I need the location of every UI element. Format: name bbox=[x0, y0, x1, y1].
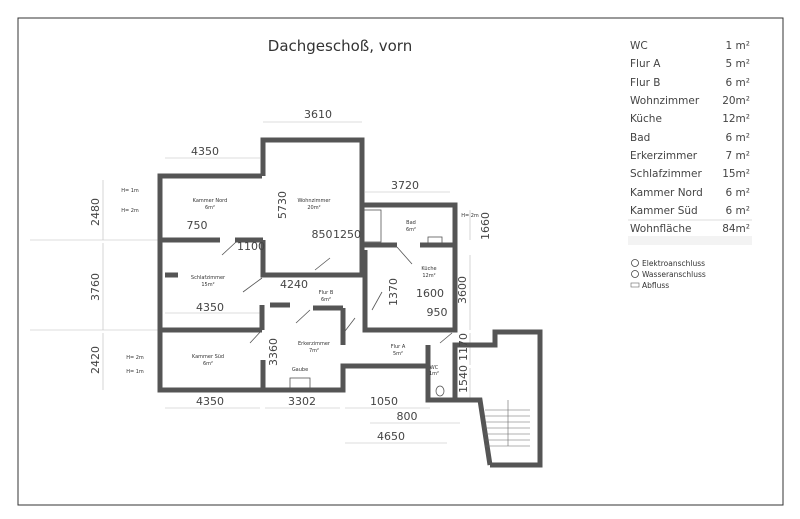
height-label: H= 2m bbox=[121, 208, 139, 214]
dimension-lines bbox=[30, 121, 471, 444]
room-name: Kammer Nord bbox=[193, 198, 228, 204]
height-label: H= 2m bbox=[461, 213, 479, 219]
dim-label: 5730 bbox=[276, 191, 289, 219]
walls bbox=[157, 137, 543, 468]
area-room: WC bbox=[630, 40, 648, 52]
room-name: Flur A bbox=[391, 344, 406, 350]
total-value: 84m² bbox=[722, 223, 750, 235]
highlight-bar bbox=[628, 236, 752, 245]
area-table: WC 1 m² Flur A 5 m² Flur B 6 m² Wohnzimmer 2… bbox=[628, 40, 752, 245]
room-name: Küche bbox=[421, 266, 436, 272]
height-label: H= 1m bbox=[126, 369, 144, 375]
area-value: 5 m² bbox=[726, 58, 750, 70]
height-label: H= 1m bbox=[121, 188, 139, 194]
toilet-icon bbox=[435, 385, 445, 397]
dim-label: 800 bbox=[397, 410, 418, 423]
area-room: Küche bbox=[630, 113, 662, 125]
room-area: 15m² bbox=[201, 282, 214, 288]
area-room: Schlafzimmer bbox=[630, 168, 702, 180]
total-label: Wohnfläche bbox=[630, 223, 691, 235]
area-room: Kammer Süd bbox=[630, 205, 698, 217]
dim-label: 1540 bbox=[457, 365, 470, 393]
room-area: 6m² bbox=[321, 297, 331, 303]
dormer-label: Gaube bbox=[292, 367, 308, 373]
height-label: H= 2m bbox=[126, 355, 144, 361]
dim-label: 3720 bbox=[391, 179, 419, 192]
area-value: 6 m² bbox=[726, 77, 750, 89]
dim-label: 1370 bbox=[387, 278, 400, 306]
area-room: Flur A bbox=[630, 58, 661, 70]
room-name: Schlafzimmer bbox=[191, 275, 226, 281]
shower-tray bbox=[362, 209, 382, 243]
dim-label: 3302 bbox=[288, 395, 316, 408]
area-room: Bad bbox=[630, 132, 650, 144]
dim-label: 850 bbox=[312, 228, 333, 241]
room-area: 6m² bbox=[406, 227, 416, 233]
dimension-labels: 3610 4350 3720 2480 5730 750 1100 850 12… bbox=[89, 108, 492, 443]
dim-label: 1660 bbox=[479, 212, 492, 240]
washbasin-icon bbox=[427, 236, 443, 245]
dim-label: 750 bbox=[187, 219, 208, 232]
room-area: 6m² bbox=[203, 361, 213, 367]
dormer-window bbox=[289, 377, 311, 391]
dim-label: 1100 bbox=[237, 240, 265, 253]
room-area: 20m² bbox=[307, 205, 320, 211]
electrical-outlet-icon bbox=[631, 259, 639, 267]
room-name: Flur B bbox=[319, 290, 334, 296]
dim-label: 1600 bbox=[416, 287, 444, 300]
sheet-border bbox=[17, 17, 784, 506]
legend-label: Abfluss bbox=[642, 281, 669, 290]
area-value: 20m² bbox=[722, 95, 750, 107]
area-value: 1 m² bbox=[726, 40, 750, 52]
room-name: Bad bbox=[406, 220, 416, 226]
symbol-legend: Elektroanschluss Wasseranschluss Abfluss bbox=[630, 259, 706, 290]
dim-label: 3610 bbox=[304, 108, 332, 121]
room-area: 1m² bbox=[429, 371, 439, 377]
area-value: 6 m² bbox=[726, 132, 750, 144]
door-swings bbox=[221, 241, 453, 344]
area-value: 12m² bbox=[722, 113, 750, 125]
area-value: 7 m² bbox=[726, 150, 750, 162]
legend-label: Wasseranschluss bbox=[642, 270, 706, 279]
room-name: Wohnzimmer bbox=[298, 198, 332, 204]
dim-label: 4650 bbox=[377, 430, 405, 443]
area-value: 6 m² bbox=[726, 205, 750, 217]
area-value: 6 m² bbox=[726, 187, 750, 199]
room-name: Kammer Süd bbox=[192, 354, 224, 360]
dim-label: 950 bbox=[427, 306, 448, 319]
room-name: Erkerzimmer bbox=[298, 341, 331, 347]
room-labels: Kammer Nord 6m² Wohnzimmer 20m² Bad 6m² … bbox=[191, 198, 439, 377]
height-labels: H= 1m H= 2m H= 2m H= 2m H= 1m bbox=[121, 188, 479, 375]
room-area: 7m² bbox=[309, 348, 319, 354]
dim-label: 2420 bbox=[89, 346, 102, 374]
area-room: Wohnzimmer bbox=[630, 95, 700, 107]
room-area: 6m² bbox=[205, 205, 215, 211]
room-area: 12m² bbox=[422, 273, 435, 279]
dim-label: 4350 bbox=[196, 301, 224, 314]
dim-label: 4350 bbox=[196, 395, 224, 408]
room-name: WC bbox=[430, 365, 439, 371]
drain-icon bbox=[630, 282, 640, 288]
area-room: Flur B bbox=[630, 77, 660, 89]
area-value: 15m² bbox=[722, 168, 750, 180]
dim-label: 1250 bbox=[333, 228, 361, 241]
dim-label: 3360 bbox=[267, 338, 280, 366]
dim-label: 1170 bbox=[457, 333, 470, 361]
staircase bbox=[485, 400, 530, 447]
dim-label: 4350 bbox=[191, 145, 219, 158]
area-room: Kammer Nord bbox=[630, 187, 703, 199]
area-room: Erkerzimmer bbox=[630, 150, 698, 162]
dim-label: 3760 bbox=[89, 273, 102, 301]
dim-label: 3600 bbox=[456, 276, 469, 304]
room-area: 5m² bbox=[393, 351, 403, 357]
plan-title: Dachgeschoß, vorn bbox=[268, 37, 412, 55]
dim-label: 2480 bbox=[89, 198, 102, 226]
legend-label: Elektroanschluss bbox=[642, 259, 705, 268]
dim-label: 1050 bbox=[370, 395, 398, 408]
water-connection-icon bbox=[631, 270, 639, 278]
dim-label: 4240 bbox=[280, 278, 308, 291]
